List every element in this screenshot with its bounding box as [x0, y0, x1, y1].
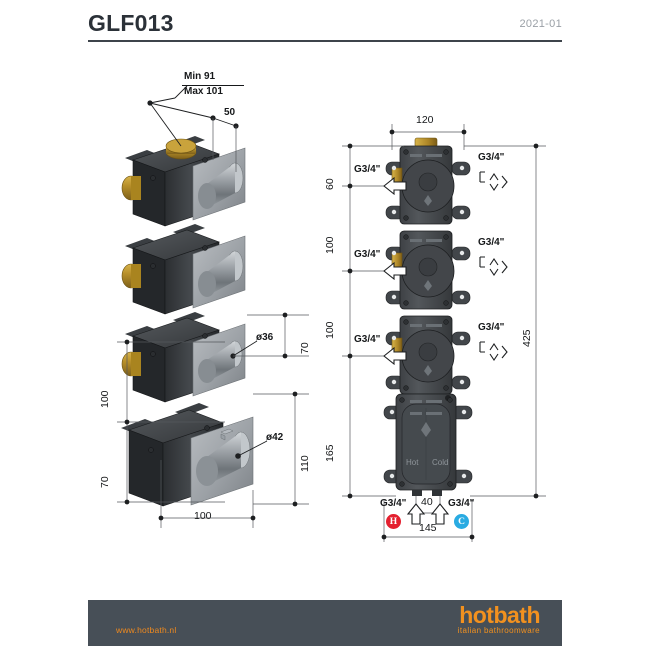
callout-dia-42: ø42	[266, 432, 284, 443]
inlet-badge-cold: C	[454, 514, 469, 529]
brand-logo: hotbath italian bathroomware	[457, 602, 541, 636]
callout-depth-50: 50	[224, 107, 236, 118]
inlet-thread-left-1: G3/4"	[354, 164, 381, 175]
isometric-geometry	[117, 85, 309, 528]
front-dim-100-b: 100	[324, 321, 336, 339]
footer-website-link[interactable]: www.hotbath.nl	[116, 625, 177, 635]
minmax-underline	[182, 85, 244, 86]
iso-dim-left-100: 100	[99, 390, 111, 408]
header-divider	[88, 40, 562, 42]
valve-label-cold: Cold	[432, 458, 449, 467]
callout-max: Max 101	[184, 86, 223, 97]
inlet-badge-hot: H	[386, 514, 401, 529]
front-dim-425: 425	[521, 329, 533, 347]
iso-dim-left-70: 70	[99, 476, 111, 488]
iso-dim-bottom-100: 100	[194, 510, 212, 522]
callout-min: Min 91	[184, 71, 216, 82]
isometric-view: Min 91 Max 101 50 ø36 ø42 70 110 100 70 …	[95, 60, 335, 540]
page-title: GLF013	[88, 10, 174, 36]
front-view: 120 60 100 100 165 425 40 145 G3/4" G3/4…	[324, 110, 560, 550]
inlet-thread-hot: G3/4"	[380, 498, 407, 509]
outlet-thread-right-1: G3/4"	[478, 152, 505, 163]
brand-name: hotbath	[459, 602, 540, 628]
revision-date: 2021-01	[519, 18, 562, 30]
brand-tagline: italian bathroomware	[457, 626, 540, 635]
inlet-thread-left-2: G3/4"	[354, 249, 381, 260]
front-dim-145: 145	[419, 522, 437, 534]
front-dim-165: 165	[324, 444, 336, 462]
inlet-thread-left-3: G3/4"	[354, 334, 381, 345]
outlet-thread-right-2: G3/4"	[478, 237, 505, 248]
outlet-thread-right-3: G3/4"	[478, 322, 505, 333]
sheet-header: GLF013 2021-01	[88, 8, 562, 48]
front-view-geometry	[342, 124, 546, 542]
front-dim-width-120: 120	[416, 114, 434, 126]
iso-dim-right-110: 110	[299, 455, 311, 472]
front-dim-60: 60	[324, 178, 336, 190]
front-dim-40: 40	[421, 496, 433, 508]
callout-dia-36: ø36	[256, 332, 274, 343]
inlet-thread-cold: G3/4"	[448, 498, 475, 509]
iso-dim-right-70: 70	[299, 342, 311, 354]
front-dim-100-a: 100	[324, 236, 336, 254]
valve-label-hot: Hot	[406, 458, 419, 467]
sheet-footer: www.hotbath.nl hotbath italian bathroomw…	[88, 600, 562, 646]
